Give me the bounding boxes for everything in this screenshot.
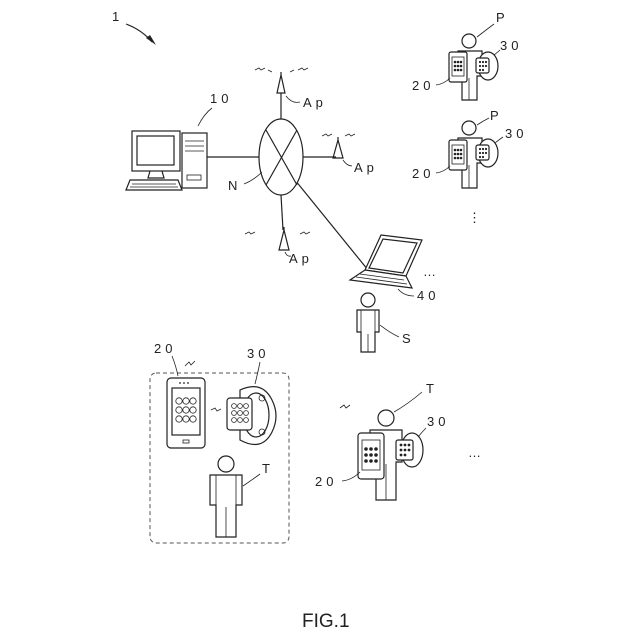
server-label: 10 bbox=[210, 91, 232, 106]
detail-phone bbox=[167, 378, 205, 448]
person-p1-label: P bbox=[496, 10, 509, 25]
bottom-ellipsis: … bbox=[468, 445, 485, 460]
access-point-bottom bbox=[245, 227, 310, 250]
person-p2-phone-leader bbox=[436, 166, 450, 173]
person-p2-phone bbox=[449, 140, 467, 170]
access-point-bottom-label: Ap bbox=[289, 251, 313, 266]
person-t2-leader bbox=[394, 392, 422, 412]
person-t2-phone-leader bbox=[342, 472, 360, 481]
detail-person-label: T bbox=[262, 461, 274, 476]
person-p1-phone-label: 20 bbox=[412, 78, 434, 93]
person-t2-phone bbox=[358, 433, 384, 479]
person-p1-phone bbox=[449, 52, 467, 82]
access-point-top bbox=[255, 68, 308, 93]
access-point-top-label: Ap bbox=[303, 95, 327, 110]
person-p2-watch-leader bbox=[495, 137, 503, 143]
figure-ref-numeral: 1 bbox=[112, 9, 123, 24]
person-p1-watch-label: 30 bbox=[500, 38, 522, 53]
person-p2-watch-label: 30 bbox=[505, 126, 527, 141]
person-t2-watch-label: 30 bbox=[427, 414, 449, 429]
network-node bbox=[259, 119, 303, 195]
person-t2-signal bbox=[340, 405, 350, 408]
server-leader bbox=[198, 108, 212, 126]
laptop-leader bbox=[398, 289, 414, 296]
supervisor-figure bbox=[357, 293, 379, 352]
detail-phone-label: 20 bbox=[154, 341, 176, 356]
person-t2-watch-leader bbox=[418, 428, 426, 437]
persons-vertical-ellipsis: ⋮ bbox=[468, 210, 485, 225]
person-t2-phone-label: 20 bbox=[315, 474, 337, 489]
access-point-right-leader bbox=[343, 160, 352, 166]
laptop-label: 40 bbox=[417, 288, 439, 303]
network-leader bbox=[244, 172, 262, 184]
detail-link-signal bbox=[211, 408, 221, 411]
person-p2-label: P bbox=[490, 108, 503, 123]
figure-caption: FIG.1 bbox=[302, 611, 350, 632]
laptop-ellipsis: … bbox=[423, 264, 440, 279]
person-p1-phone-leader bbox=[436, 78, 450, 85]
detail-watch-label: 30 bbox=[247, 346, 269, 361]
network-label: N bbox=[228, 178, 241, 193]
person-t2-label: T bbox=[426, 381, 438, 396]
detail-phone-signal bbox=[185, 361, 195, 366]
detail-person bbox=[210, 456, 242, 537]
supervisor-label: S bbox=[402, 331, 415, 346]
access-point-right-label: Ap bbox=[354, 160, 378, 175]
detail-watch bbox=[227, 387, 276, 445]
person-p2-leader bbox=[477, 118, 489, 125]
person-p1-leader bbox=[477, 24, 494, 37]
server-computer bbox=[126, 131, 207, 190]
access-point-top-leader bbox=[286, 96, 300, 102]
access-point-right bbox=[322, 134, 355, 158]
person-p2-phone-label: 20 bbox=[412, 166, 434, 181]
detail-person-leader bbox=[243, 474, 260, 486]
supervisor-leader bbox=[380, 325, 399, 337]
